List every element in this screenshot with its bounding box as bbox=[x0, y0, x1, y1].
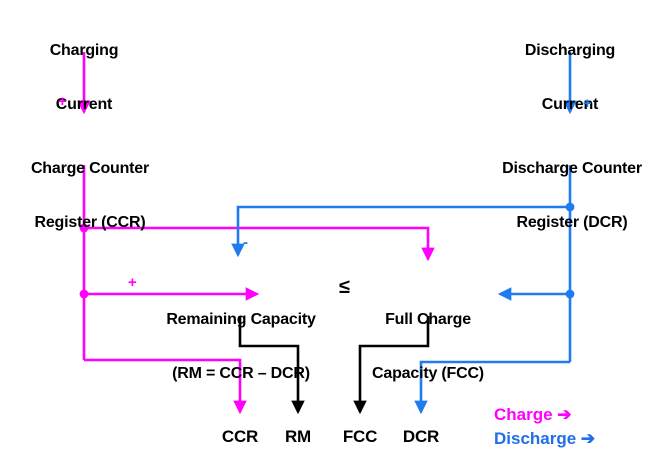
full-charge-capacity-line2: Capacity (FCC) bbox=[372, 364, 484, 382]
output-label-dcr: DCR bbox=[402, 427, 440, 446]
junction-dot-ccr-fcc bbox=[79, 223, 89, 233]
input-charging-current: Charging Current bbox=[4, 6, 164, 149]
node-discharge-counter-register: Discharge Counter Register (DCR) bbox=[482, 124, 662, 267]
polarity-sign-charging-current: + bbox=[58, 93, 67, 110]
junction-dot-dcr-rm bbox=[565, 202, 575, 212]
output-label-ccr: CCR bbox=[221, 427, 259, 446]
wire-rm-to-output bbox=[238, 316, 305, 415]
input-discharging-current: Discharging Current bbox=[490, 6, 650, 149]
junction-dot-dcr-fcc bbox=[565, 289, 575, 299]
polarity-sign-remaining-capacity-minus: - bbox=[243, 234, 248, 251]
discharge-counter-register-line1: Discharge Counter bbox=[502, 159, 642, 177]
polarity-sign-discharging-current: + bbox=[583, 95, 592, 112]
node-full-charge-capacity: Full Charge Capacity (FCC) bbox=[363, 275, 493, 418]
output-label-fcc: FCC bbox=[342, 427, 378, 446]
input-charging-current-line2: Current bbox=[55, 95, 113, 113]
node-remaining-capacity: Remaining Capacity (RM = CCR – DCR) bbox=[148, 275, 334, 418]
input-charging-current-line1: Charging bbox=[49, 41, 119, 59]
comparator-less-or-equal: ≤ bbox=[339, 276, 350, 298]
full-charge-capacity-line1: Full Charge bbox=[385, 310, 471, 328]
output-label-rm: RM bbox=[284, 427, 312, 446]
wire-ccr-to-fcc bbox=[84, 226, 435, 262]
wire-fcc-to-output bbox=[353, 316, 430, 415]
wire-ccr-to-output bbox=[84, 358, 247, 415]
remaining-capacity-line2: (RM = CCR – DCR) bbox=[172, 364, 310, 382]
junction-dot-ccr-rm bbox=[79, 289, 89, 299]
polarity-sign-remaining-capacity-plus: + bbox=[128, 274, 137, 291]
remaining-capacity-line1: Remaining Capacity bbox=[166, 310, 316, 328]
discharge-counter-register-line2: Register (DCR) bbox=[516, 213, 628, 231]
legend-item-charge: Charge ➔ bbox=[494, 405, 572, 424]
charge-counter-register-line1: Charge Counter bbox=[30, 159, 150, 177]
wire-dcr-to-output bbox=[414, 360, 570, 415]
input-discharging-current-line1: Discharging bbox=[524, 41, 616, 59]
legend-item-discharge: Discharge ➔ bbox=[494, 429, 596, 448]
input-discharging-current-line2: Current bbox=[541, 95, 599, 113]
node-charge-counter-register: Charge Counter Register (CCR) bbox=[4, 124, 176, 267]
wire-dcr-to-rm bbox=[231, 205, 570, 258]
charge-counter-register-line2: Register (CCR) bbox=[34, 213, 146, 231]
